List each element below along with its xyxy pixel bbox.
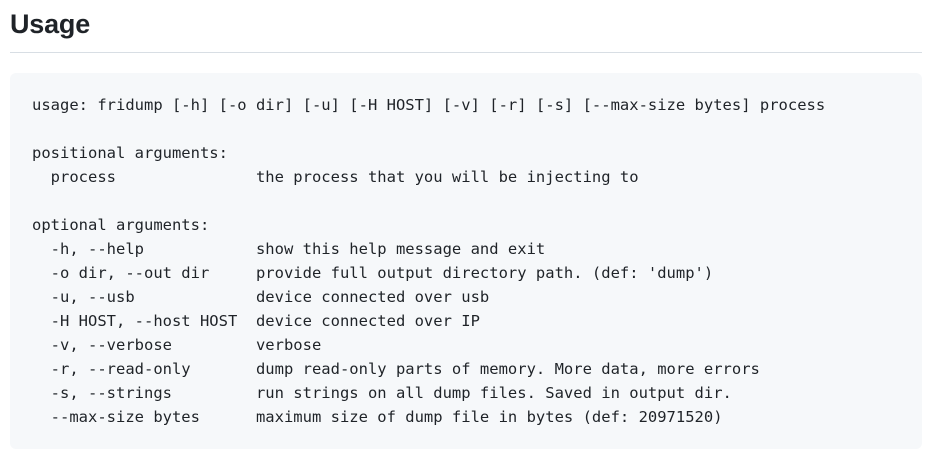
usage-help-text: usage: fridump [-h] [-o dir] [-u] [-H HO… (32, 95, 826, 426)
usage-code-block: usage: fridump [-h] [-o dir] [-u] [-H HO… (10, 72, 922, 449)
readme-content: Usage usage: fridump [-h] [-o dir] [-u] … (0, 8, 932, 449)
page-title: Usage (10, 8, 922, 53)
